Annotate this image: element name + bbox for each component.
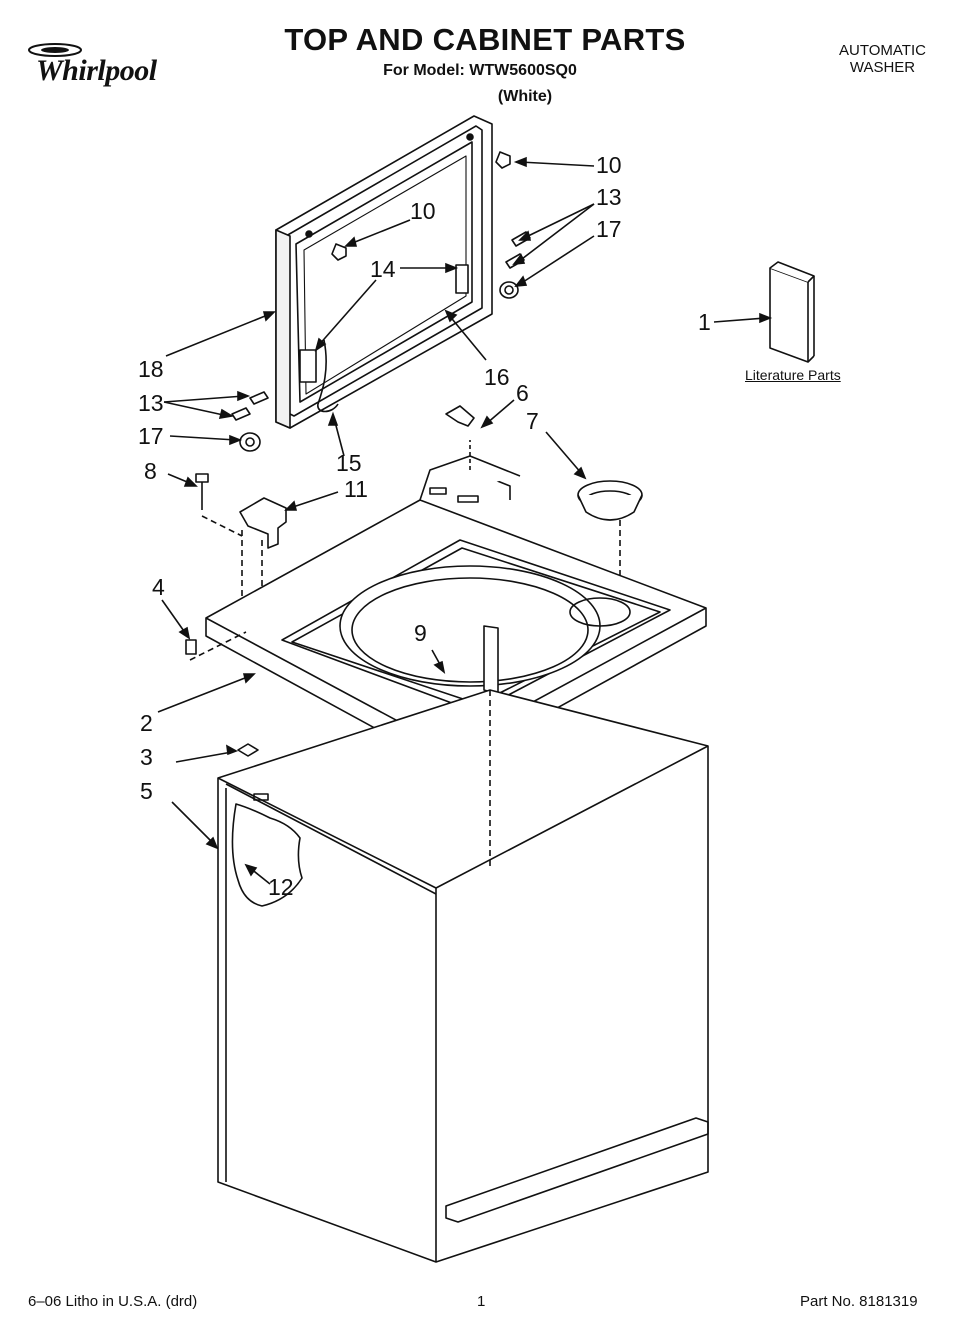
callout-18: 18 [138,356,164,382]
callout-2: 2 [140,710,153,736]
callout-17-b: 17 [138,423,164,449]
callout-7: 7 [526,408,539,434]
literature-booklet [769,267,809,363]
callout-10-a: 10 [596,152,622,178]
product-type-line-1: AUTOMATIC [839,42,926,59]
page-title: TOP AND CABINET PARTS [284,22,686,57]
callout-5: 5 [140,778,153,804]
callout-13-b: 13 [138,390,164,416]
callout-1: 1 [698,309,711,335]
lid-switch-bracket [239,497,287,549]
footer-litho: 6–06 Litho in U.S.A. (drd) [28,1293,198,1310]
footer-page-number: 1 [477,1293,486,1310]
callout-6: 6 [516,380,529,406]
callout-16: 16 [484,364,510,390]
callout-14: 14 [370,256,396,282]
lid-assembly [275,115,493,429]
footer-part-number: Part No. 8181319 [800,1293,918,1310]
callout-12: 12 [268,874,294,900]
brand-name: Whirlpool [36,54,157,87]
callout-8: 8 [144,458,157,484]
cabinet [217,689,709,1263]
whirlpool-swirl-icon [28,43,82,57]
literature-parts-label: Literature Parts [745,367,841,383]
top-panel [189,440,707,769]
callout-11: 11 [344,476,368,502]
product-type-line-2: WASHER [849,59,916,76]
callout-4: 4 [152,574,165,600]
callout-13-a: 13 [596,184,622,210]
callout-9: 9 [414,620,427,646]
callout-17-a: 17 [596,216,622,242]
color-line: (White) [497,88,553,105]
model-line: For Model: WTW5600SQ0 [383,62,577,79]
callout-15: 15 [336,450,362,476]
callout-10-b: 10 [410,198,436,224]
leader-lines [157,156,773,885]
callout-3: 3 [140,744,153,770]
whirlpool-logo: Whirlpool [22,40,187,90]
